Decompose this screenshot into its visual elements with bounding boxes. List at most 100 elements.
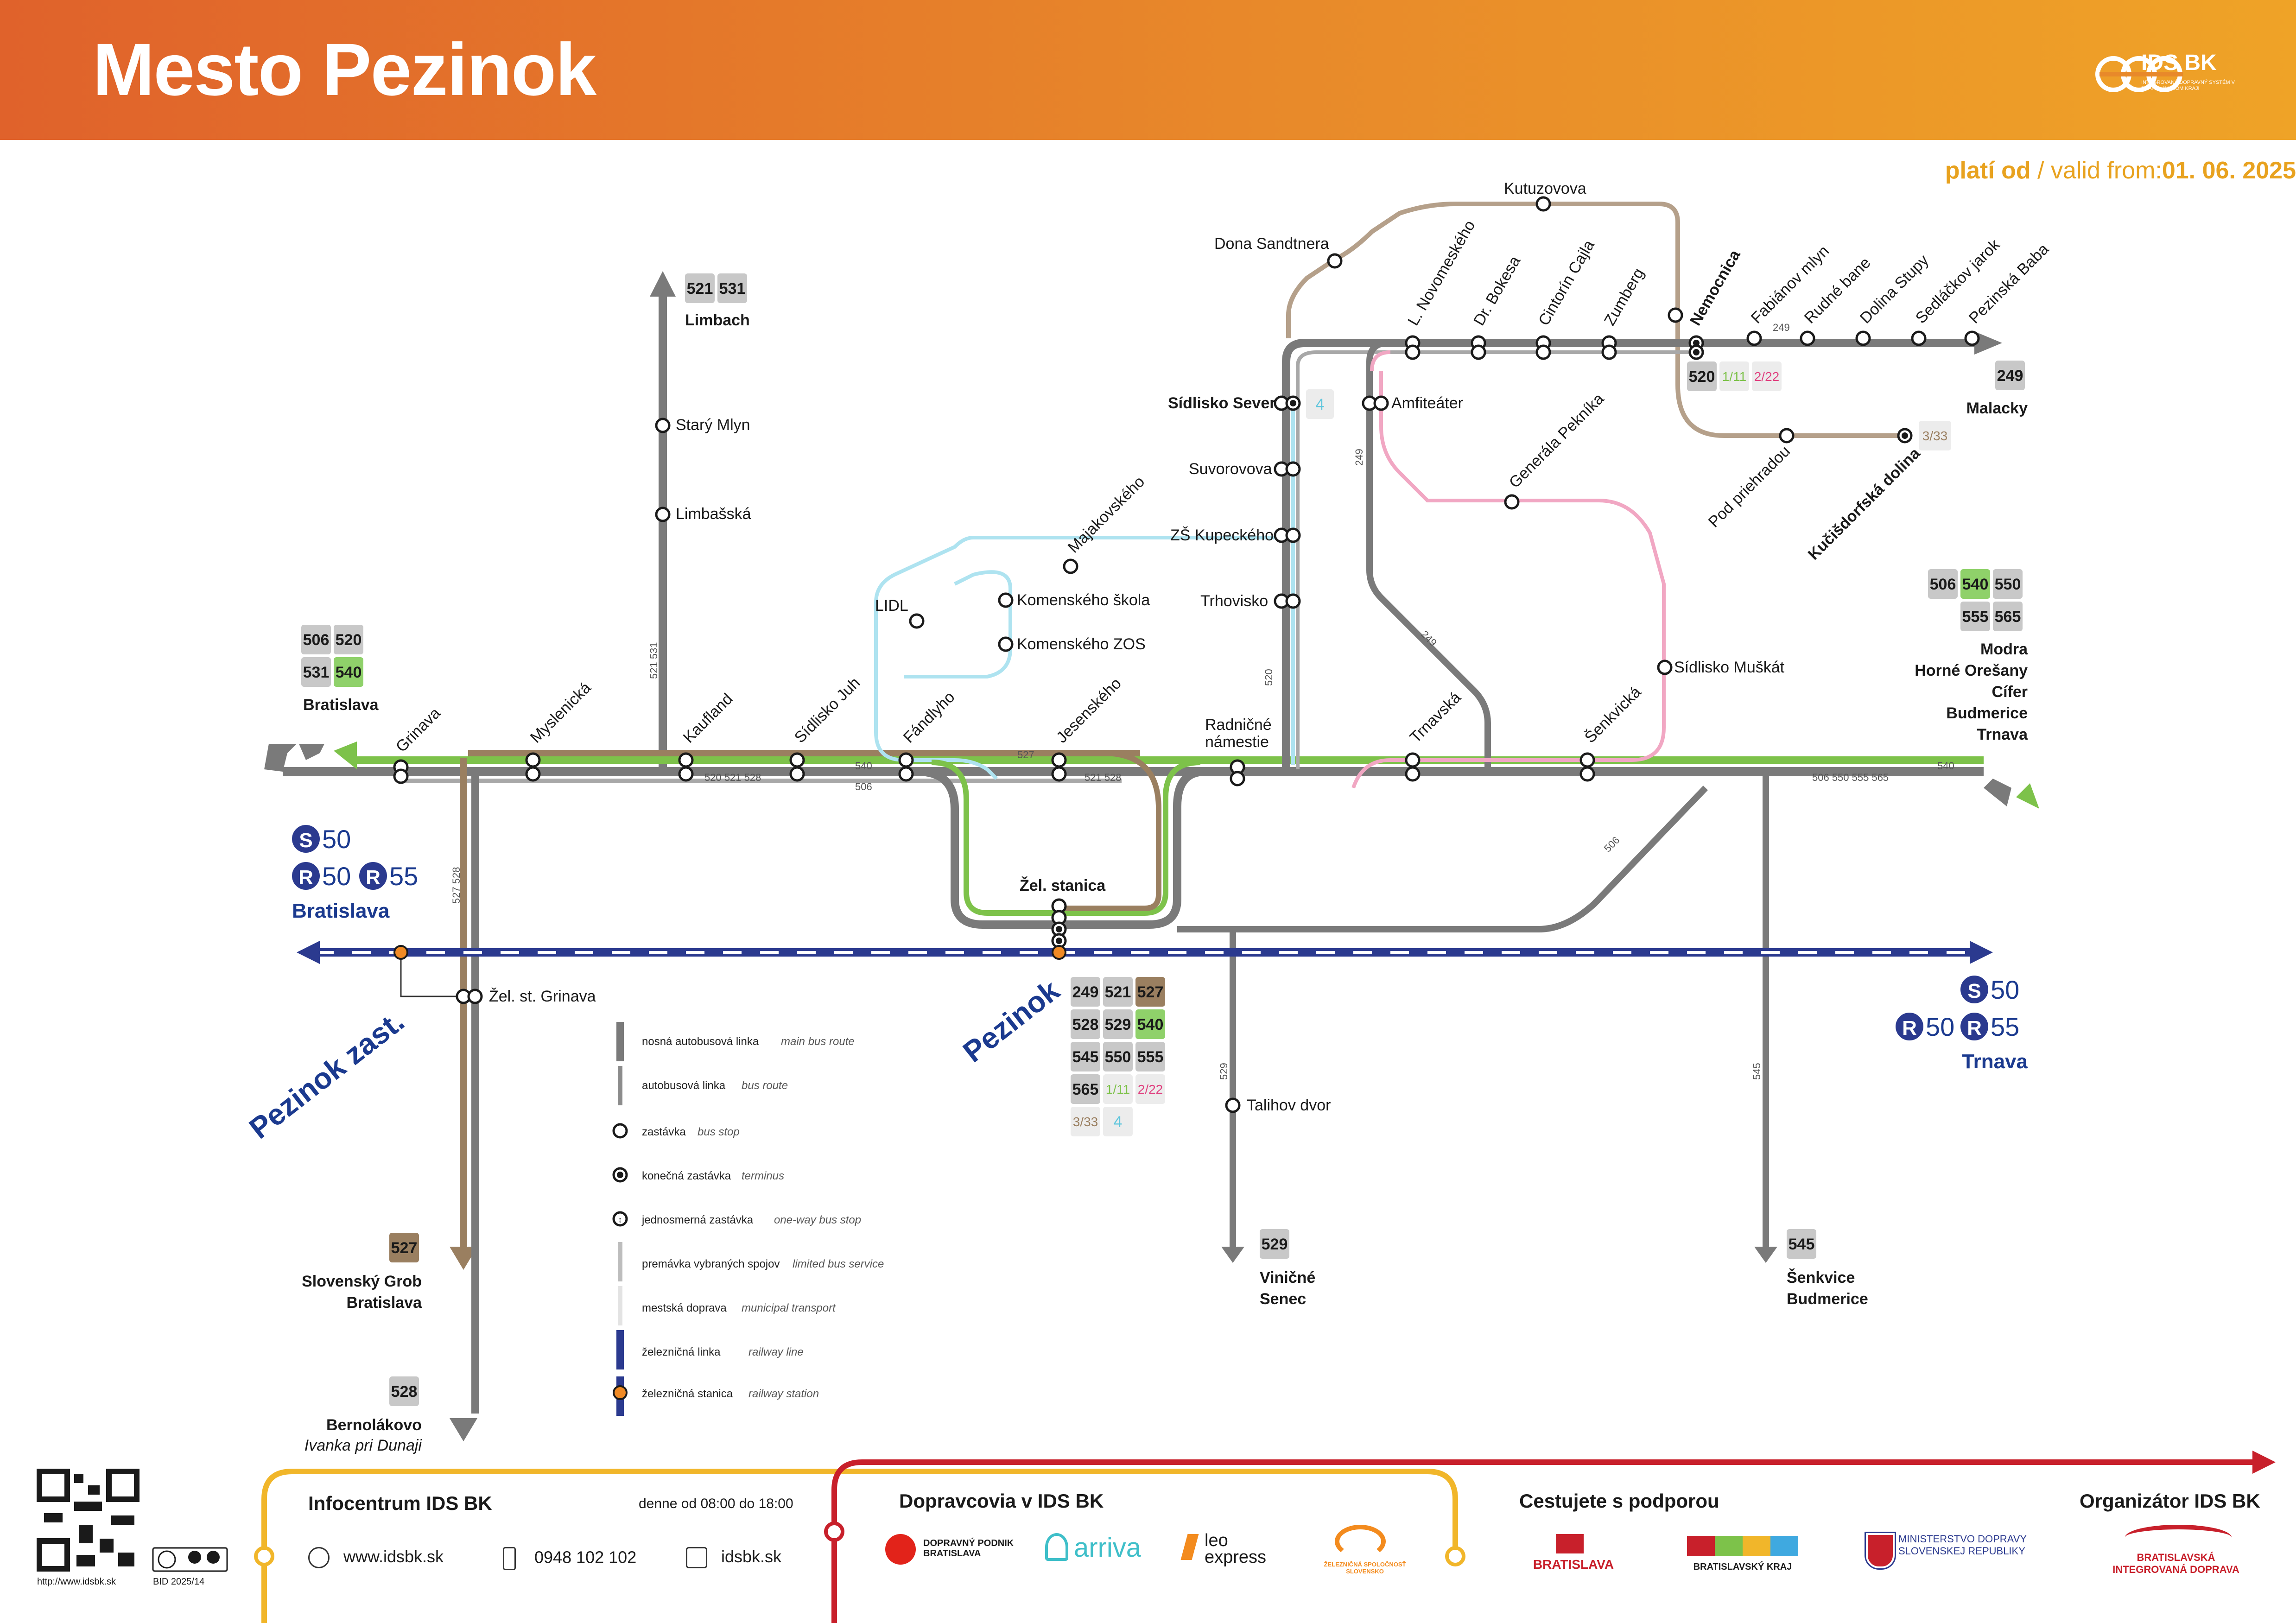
arriva-logo[interactable]: arriva <box>1045 1529 1161 1566</box>
valid-date: 01. 06. 2025 <box>2162 157 2296 184</box>
stop-generala-peknika[interactable] <box>1504 494 1520 510</box>
label-kaufland: Kaufland <box>680 690 736 747</box>
stop-senkvicka[interactable] <box>1579 752 1595 768</box>
stop-myslenicka[interactable] <box>525 752 541 768</box>
stop-fabianov-mlyn[interactable] <box>1746 330 1762 346</box>
stop-rudne-bane[interactable] <box>1800 330 1815 346</box>
stop-pezinska-baba[interactable] <box>1964 330 1980 346</box>
badge-bratislava-0: 506 <box>303 631 330 649</box>
stop-dona-sandtnera[interactable] <box>1327 253 1343 269</box>
legend-7-sk: železničná linka <box>642 1346 721 1358</box>
rail-east-r2: R <box>1967 1017 1982 1040</box>
badge-modra-2: 550 <box>1995 576 2021 593</box>
stop-myslenicka-2 <box>525 766 541 782</box>
stop-komenskeho-skola[interactable] <box>998 592 1014 608</box>
stop-sedlackov-jarok[interactable] <box>1911 330 1927 346</box>
legend-bus-icon <box>618 1066 622 1105</box>
label-stary-mlyn: Starý Mlyn <box>676 416 750 434</box>
dest-ivanka: Ivanka pri Dunaji <box>304 1437 423 1454</box>
rail-station-pezinok-zast[interactable] <box>393 945 408 960</box>
stop-amfiteater-2 <box>1373 395 1389 411</box>
line-label-527: 527 <box>1017 749 1034 761</box>
stop-sidlisko-muskat[interactable] <box>1657 659 1673 675</box>
ministerstvo-mark-icon <box>1866 1533 1895 1568</box>
badge-bratislava-1: 520 <box>336 631 362 649</box>
badges-pezinok-station: 249 521 527 528 529 540 545 550 555 565 … <box>1071 977 1165 1136</box>
badge-pezinok-10: 1/11 <box>1106 1082 1130 1097</box>
route-249 <box>1366 340 1491 769</box>
badges-senkvice: 545 Šenkvice Budmerice <box>1787 1229 1868 1308</box>
stop-kaufland-2 <box>678 766 694 782</box>
line-label-540: 540 <box>855 760 872 772</box>
stop-talihov-dvor[interactable] <box>1225 1097 1241 1113</box>
arrow-limbach-icon <box>650 271 676 297</box>
label-l-novomeskeho: L. Novomeského <box>1404 217 1478 329</box>
badge-pezinok-12: 3/33 <box>1073 1115 1098 1129</box>
legend-5-en: limited bus service <box>793 1258 884 1270</box>
dest-senkvice: Šenkvice <box>1787 1268 1855 1287</box>
legend-6-sk: mestská doprava <box>642 1302 727 1314</box>
rail-west-r1-num: 50 <box>322 862 351 891</box>
stop-sidlisko-juh[interactable] <box>789 752 805 768</box>
phone-icon <box>503 1547 516 1570</box>
stop-trnavska[interactable] <box>1405 752 1421 768</box>
badge-pezinok-0: 249 <box>1072 983 1099 1001</box>
badge-bernolakovo-0: 528 <box>391 1383 418 1401</box>
stop-kaufland[interactable] <box>678 752 694 768</box>
stop-kutuzovova[interactable] <box>1535 196 1551 212</box>
arriva-mark-icon <box>1045 1533 1068 1561</box>
dpb-logo[interactable]: DOPRAVNÝ PODNIK BRATISLAVA <box>885 1532 1029 1569</box>
ministerstvo-logo[interactable]: MINISTERSTVO DOPRAVY SLOVENSKEJ REPUBLIK… <box>1863 1529 2039 1576</box>
route-2-22 <box>1351 350 1666 789</box>
stop-jesenskeho[interactable] <box>1051 752 1067 768</box>
footer-phone[interactable]: 0948 102 102 <box>503 1547 636 1570</box>
label-talihov-dvor: Talihov dvor <box>1247 1097 1331 1114</box>
footer-facebook[interactable]: idsbk.sk <box>686 1547 782 1569</box>
bid-logo[interactable]: BRATISLAVSKÁ INTEGROVANÁ DOPRAVA <box>2106 1525 2245 1576</box>
arrow-east-icon <box>1984 779 2011 806</box>
footer-facebook-text: idsbk.sk <box>721 1547 782 1566</box>
stop-majakovskeho[interactable] <box>1063 558 1078 574</box>
stop-dolina-stupy[interactable] <box>1855 330 1871 346</box>
dest-bernolakovo: Bernolákovo <box>326 1416 422 1434</box>
stop-nemocnica-north[interactable] <box>1668 307 1683 323</box>
footer-web[interactable]: www.idsbk.sk <box>308 1547 444 1569</box>
legend-railway-icon <box>616 1330 624 1369</box>
arrow-west-green-icon <box>334 742 357 769</box>
label-limbasska: Limbašská <box>676 505 751 523</box>
bratislava-logo[interactable]: BRATISLAVA <box>1520 1534 1627 1576</box>
line-label-521-528: 521 528 <box>1085 772 1122 783</box>
rail-west-s-num: 50 <box>322 824 351 854</box>
label-dr-bokesa: Dr. Bokesa <box>1470 253 1524 329</box>
line-label-249-diag: 249 <box>1419 628 1439 649</box>
organizator-title: Organizátor IDS BK <box>2080 1490 2260 1512</box>
rail-east-r1: R <box>1902 1017 1917 1040</box>
footer-phone-text: 0948 102 102 <box>534 1547 637 1567</box>
zssk-logo[interactable]: ŽELEZNIČNÁ SPOLOČNOSŤ SLOVENSKO <box>1312 1525 1418 1576</box>
footer-qr-url[interactable]: http://www.idsbk.sk <box>37 1577 116 1587</box>
badge-pezinok-2: 527 <box>1137 983 1164 1001</box>
stop-pod-priehradou[interactable] <box>1779 428 1795 444</box>
legend-5-sk: premávka vybraných spojov <box>642 1258 780 1270</box>
leo-express-logo[interactable]: leo express <box>1180 1529 1300 1569</box>
legend-municipal-icon <box>618 1286 622 1325</box>
badge-modra-0: 506 <box>1930 576 1956 593</box>
rail-west-r2-icon <box>359 862 387 890</box>
bsk-logo[interactable]: BRATISLAVSKÝ KRAJ <box>1687 1529 1803 1576</box>
arrow-baba-icon <box>1974 331 2002 355</box>
stop-limbasska[interactable] <box>655 507 671 522</box>
stop-lidl[interactable] <box>909 613 925 629</box>
label-zs-kupeckeho: ZŠ Kupeckého <box>1170 526 1274 544</box>
arriva-text: arriva <box>1074 1533 1142 1563</box>
line-label-506-550-555-565: 506 550 555 565 <box>1812 772 1889 783</box>
rail-station-pezinok[interactable] <box>1052 945 1066 960</box>
label-zel-st-grinava: Žel. st. Grinava <box>489 988 596 1005</box>
legend-8-en: railway station <box>748 1388 819 1400</box>
stop-fandlyho[interactable] <box>898 752 914 768</box>
stop-stary-mlyn[interactable] <box>655 418 671 433</box>
badge-limbach-0: 521 <box>687 280 713 298</box>
stop-komenskeho-zos[interactable] <box>998 636 1014 652</box>
stop-jesenskeho-2 <box>1051 766 1067 782</box>
badge-limbach-1: 531 <box>719 280 746 298</box>
terminus-zel-stanica-3-inner <box>1056 926 1062 932</box>
